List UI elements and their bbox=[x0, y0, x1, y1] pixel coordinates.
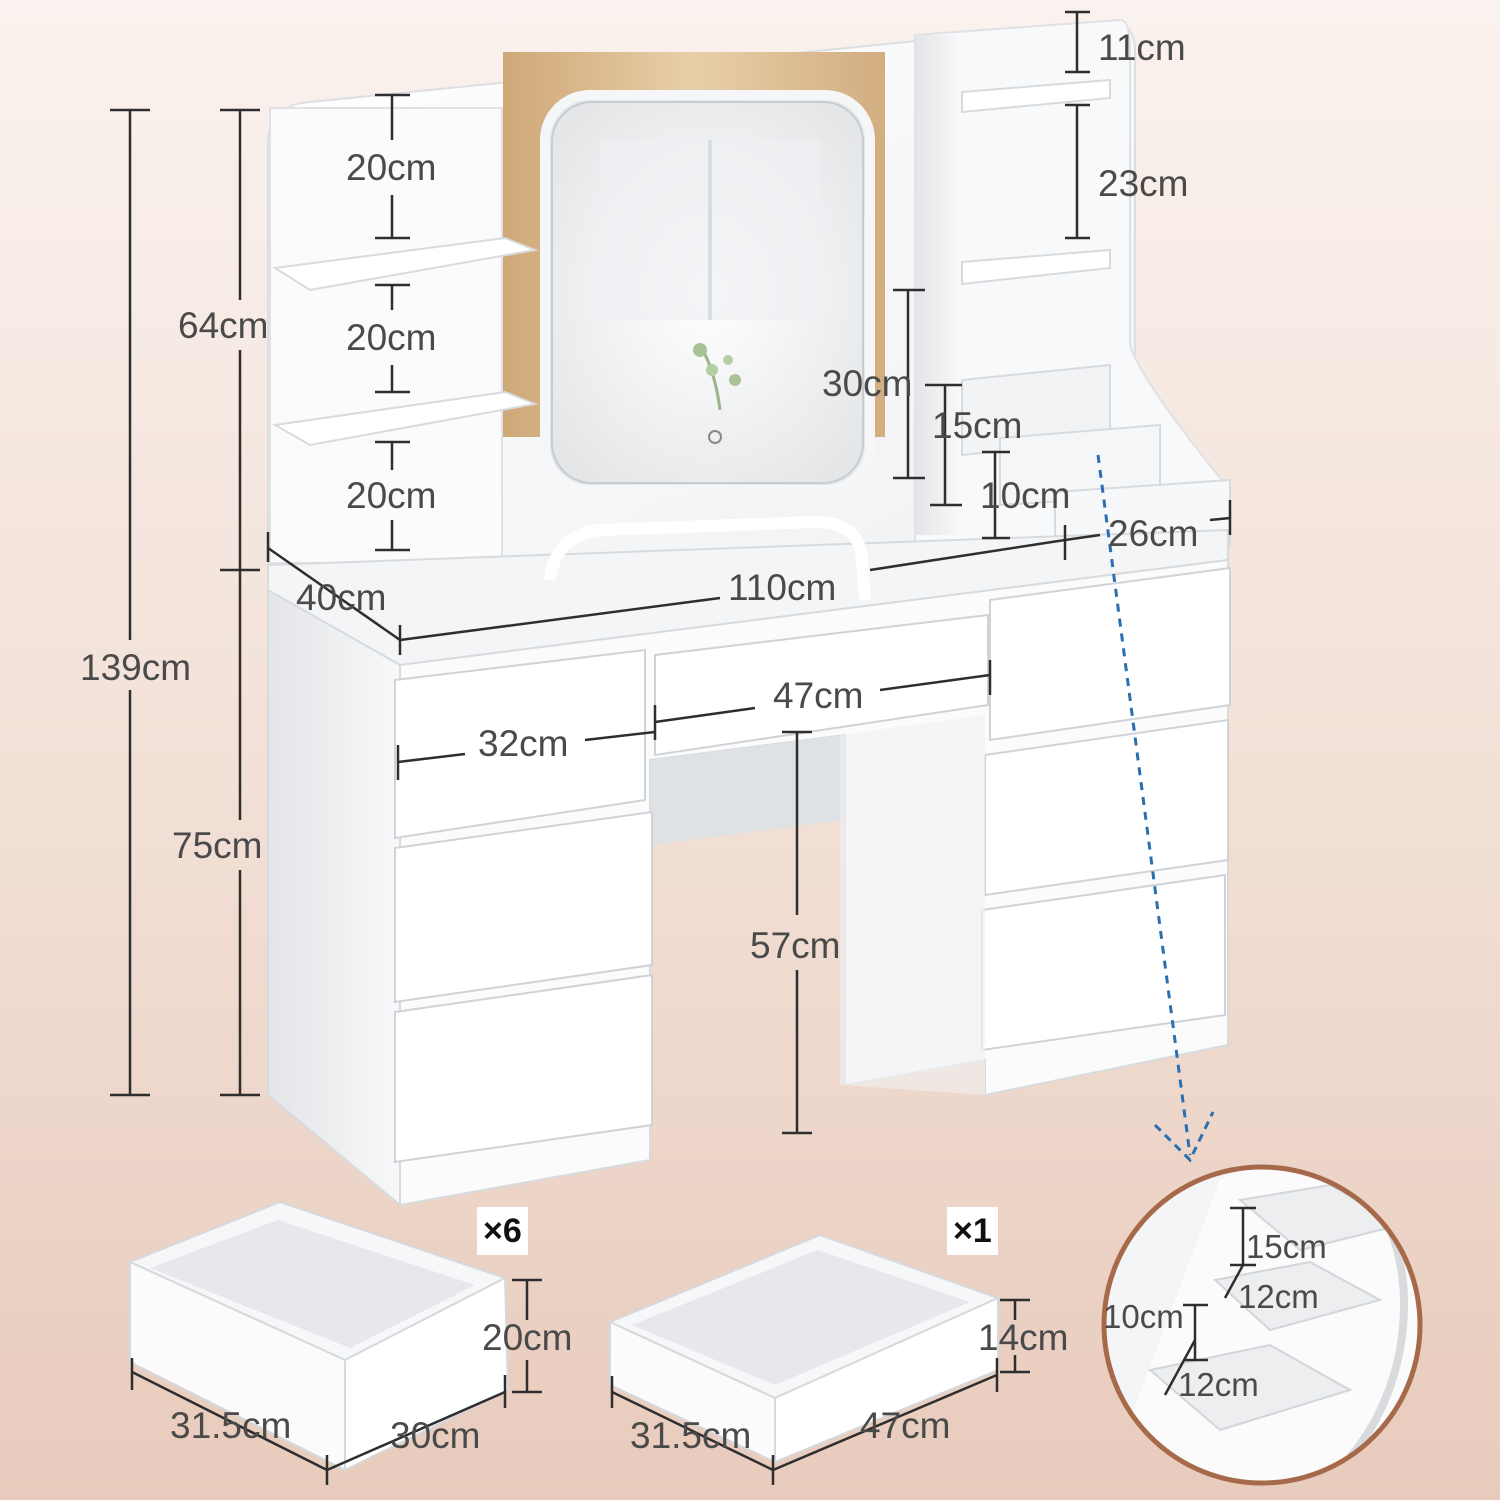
label-large-drawer-width: 30cm bbox=[390, 1415, 480, 1456]
label-callout-d4: 12cm bbox=[1178, 1366, 1259, 1403]
label-knee-height: 57cm bbox=[750, 925, 840, 966]
dimension-lines bbox=[110, 10, 1232, 1135]
left-shelf-bottom bbox=[271, 390, 539, 447]
label-width: 110cm bbox=[728, 567, 836, 608]
dashed-arrow-icon bbox=[1096, 454, 1215, 1163]
desk bbox=[267, 515, 1231, 1208]
tray-detail-callout bbox=[1101, 1164, 1423, 1486]
label-center-drawer-width: 47cm bbox=[773, 675, 863, 716]
dimension-labels: 139cm 64cm 75cm 20cm 20cm 20cm 40cm 110c… bbox=[80, 27, 1327, 1456]
label-hutch-height: 64cm bbox=[178, 305, 268, 346]
plant-icon bbox=[693, 343, 741, 411]
label-total-height: 139cm bbox=[80, 647, 191, 688]
label-callout-d1: 15cm bbox=[1246, 1228, 1327, 1265]
drawer-left-3[interactable] bbox=[394, 973, 653, 1164]
label-tray-10: 10cm bbox=[980, 475, 1070, 516]
label-large-drawer-height: 20cm bbox=[482, 1317, 572, 1358]
small-drawer-count-badge: ×1 bbox=[947, 1207, 998, 1255]
hutch bbox=[267, 18, 1231, 577]
label-callout-d2: 12cm bbox=[1238, 1278, 1319, 1315]
label-desk-height: 75cm bbox=[172, 825, 262, 866]
label-small-drawer-depth: 31.5cm bbox=[630, 1415, 751, 1456]
drawer-left-2[interactable] bbox=[394, 810, 653, 1004]
label-shelf-gap-mid: 20cm bbox=[346, 317, 436, 358]
label-small-drawer-width: 47cm bbox=[860, 1405, 950, 1446]
touch-button-icon[interactable] bbox=[708, 430, 722, 444]
drawer-large-illustration bbox=[127, 1200, 542, 1485]
label-tray-30: 30cm bbox=[822, 363, 912, 404]
label-right-mid: 23cm bbox=[1098, 163, 1188, 204]
label-callout-d3: 10cm bbox=[1103, 1298, 1184, 1335]
drawer-small-illustration bbox=[607, 1233, 1030, 1485]
large-drawer-count-badge: ×6 bbox=[477, 1207, 528, 1255]
label-side-drawer-width: 32cm bbox=[478, 723, 568, 764]
drawer-left-1[interactable] bbox=[394, 648, 646, 840]
label-depth: 40cm bbox=[296, 577, 386, 618]
label-right-top: 11cm bbox=[1098, 27, 1186, 68]
left-shelf-top bbox=[272, 236, 539, 292]
label-shelf-gap-bottom: 20cm bbox=[346, 475, 436, 516]
right-shelf-2 bbox=[961, 248, 1111, 286]
label-large-drawer-depth: 31.5cm bbox=[170, 1405, 291, 1446]
label-shelf-gap-top: 20cm bbox=[346, 147, 436, 188]
label-right-depth: 26cm bbox=[1108, 513, 1198, 554]
label-small-drawer-height: 14cm bbox=[978, 1317, 1068, 1358]
label-tray-15: 15cm bbox=[932, 405, 1022, 446]
right-shelf-1 bbox=[961, 78, 1111, 114]
